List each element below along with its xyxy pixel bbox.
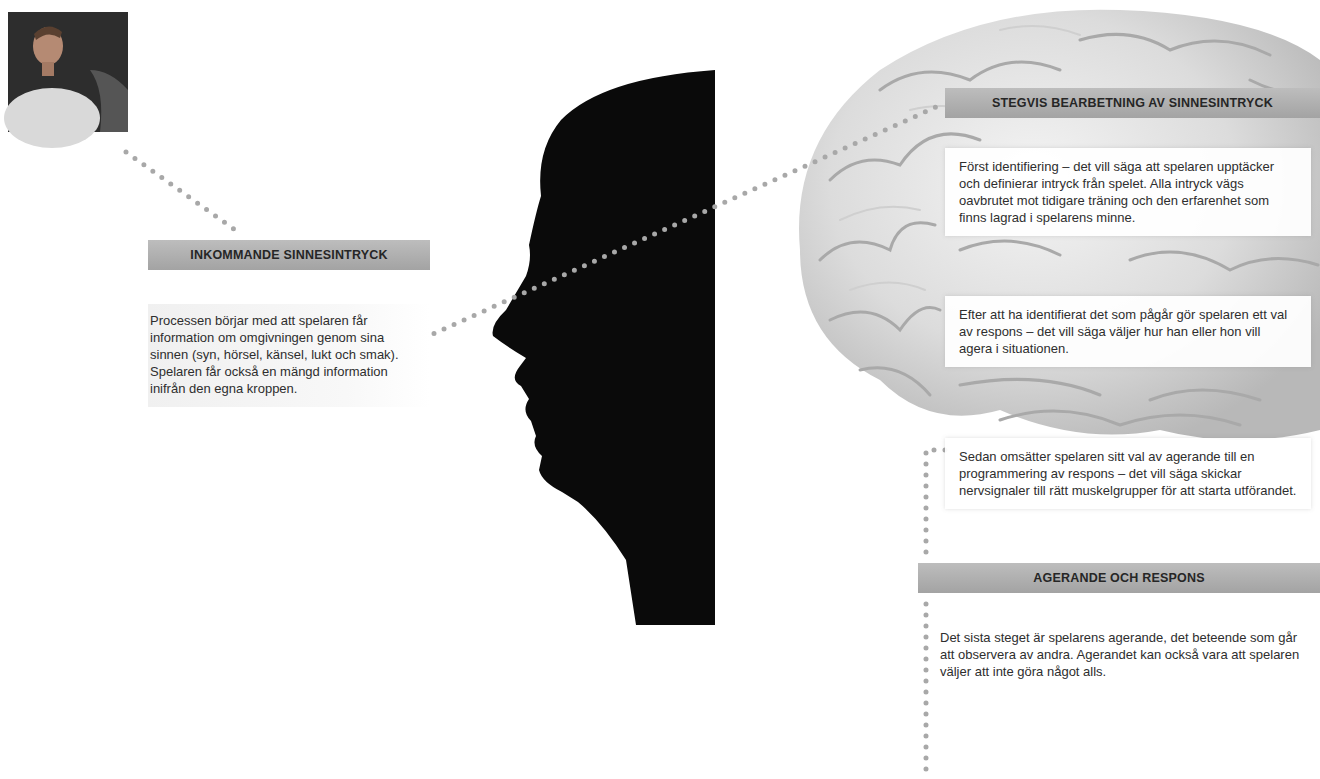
dotted-leader	[126, 152, 238, 232]
dotted-connector	[926, 450, 945, 563]
step-box: Sedan omsätter spelaren sitt val av ager…	[945, 438, 1311, 509]
body-text: Först identifiering – det vill säga att …	[959, 158, 1297, 226]
stage-band: STEGVIS BEARBETNING AV SINNESINTRYCK	[945, 88, 1320, 118]
body-text: Efter att ha identifierat det som pågår …	[959, 306, 1297, 357]
body-text: Det sista steget är spelarens agerande, …	[918, 629, 1320, 680]
body-text: Sedan omsätter spelaren sitt val av ager…	[959, 448, 1297, 499]
brain-illustration	[799, 10, 1320, 440]
stage-section: INKOMMANDE SINNESINTRYCK Processen börjar…	[148, 240, 430, 407]
player-photo	[4, 12, 128, 148]
dotted-leader	[924, 604, 929, 772]
step-box: Först identifiering – det vill säga att …	[945, 148, 1311, 236]
band-heading: STEGVIS BEARBETNING AV SINNESINTRYCK	[945, 88, 1320, 118]
stage-section: AGERANDE OCH RESPONS Det sista steget är …	[918, 563, 1320, 680]
dotted-connector	[434, 103, 945, 334]
body-text: Processen börjar med att spelaren får in…	[148, 304, 430, 407]
head-silhouette	[493, 70, 715, 625]
band-heading: INKOMMANDE SINNESINTRYCK	[148, 240, 430, 270]
band-heading: AGERANDE OCH RESPONS	[918, 563, 1320, 593]
step-box: Efter att ha identifierat det som pågår …	[945, 296, 1311, 367]
